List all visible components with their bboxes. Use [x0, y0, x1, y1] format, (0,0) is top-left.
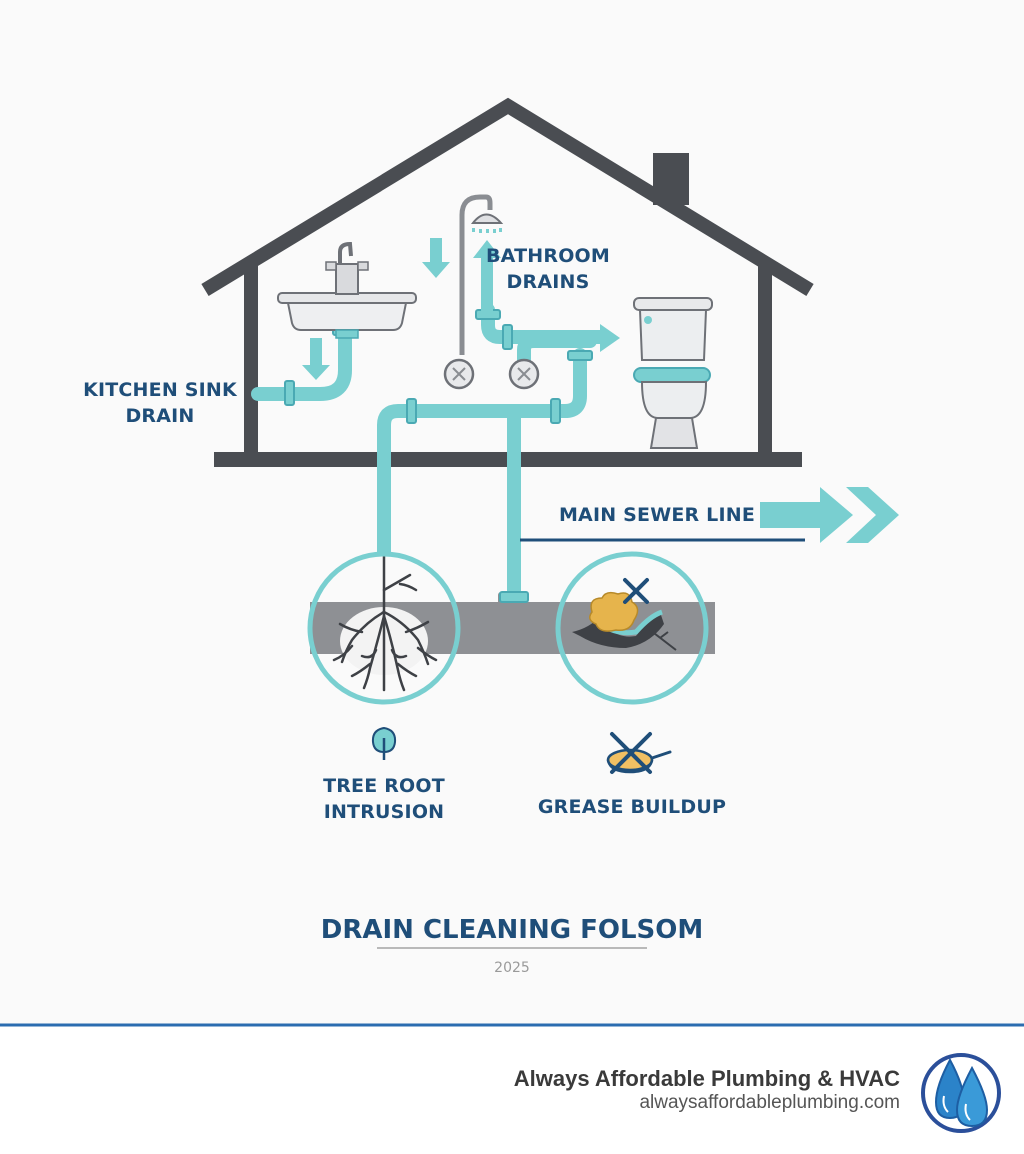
grease-label: GREASE BUILDUP	[538, 796, 726, 818]
page-title: DRAIN CLEANING FOLSOM	[321, 915, 703, 945]
company-name: Always Affordable Plumbing & HVAC	[514, 1066, 900, 1091]
pan-icon	[606, 732, 672, 774]
tree-root-callout	[307, 551, 461, 705]
tree-root-label-line1: TREE ROOT	[323, 775, 445, 797]
sink-icon	[277, 241, 417, 339]
toilet-right-arrow	[590, 324, 620, 352]
shower-icon	[443, 194, 540, 390]
main-sewer-label: MAIN SEWER LINE	[559, 504, 755, 526]
flow-arrows	[302, 238, 620, 380]
tree-root-label-line2: INTRUSION	[324, 801, 445, 823]
bathroom-up-arrow	[473, 240, 501, 318]
main-sewer-arrow	[520, 487, 899, 543]
company-url[interactable]: alwaysaffordableplumbing.com	[639, 1092, 900, 1113]
kitchen-label-line2: DRAIN	[125, 405, 194, 427]
bathroom-label-line1: BATHROOM	[486, 245, 610, 267]
toilet-icon	[633, 297, 713, 449]
year-label: 2025	[494, 960, 530, 976]
water-drops-logo-icon	[921, 1053, 1001, 1133]
grease-callout	[555, 551, 709, 705]
blocked-x-icon	[623, 578, 649, 604]
shower-down-arrow	[422, 238, 450, 278]
tree-icon	[371, 726, 397, 760]
footer-bar	[0, 1024, 1024, 1154]
drain-pipes	[251, 303, 612, 603]
roots-icon	[332, 554, 438, 692]
chimney	[653, 153, 689, 205]
kitchen-label-line1: KITCHEN SINK	[83, 379, 238, 401]
kitchen-down-arrow	[302, 338, 330, 380]
bathroom-label-line2: DRAINS	[507, 271, 590, 293]
